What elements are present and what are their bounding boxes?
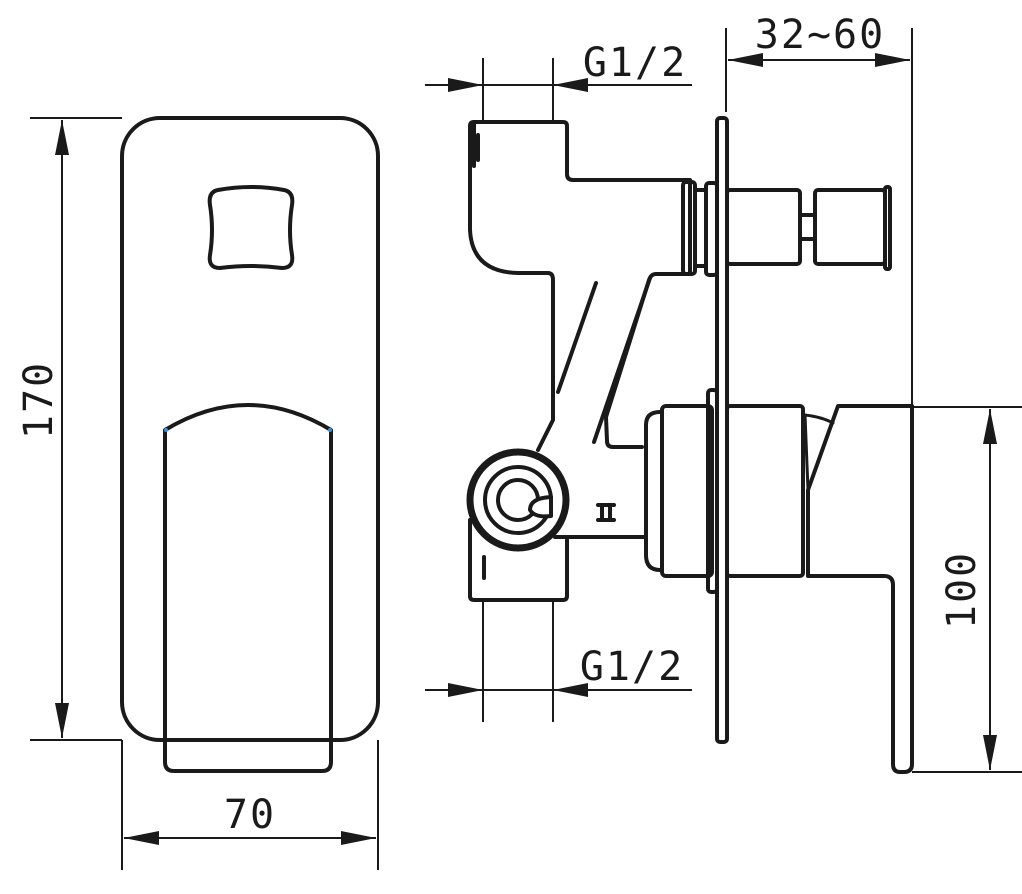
dimension-170: 170 (16, 117, 122, 741)
dimension-g12-bottom: G1/2 (425, 600, 692, 722)
mixer-lever (163, 403, 333, 773)
diverter-knob (207, 185, 295, 270)
dimension-100: 100 (912, 406, 1022, 773)
dimension-170-label: 170 (16, 361, 62, 439)
side-view (466, 116, 914, 774)
dimension-g12-top-label: G1/2 (583, 40, 687, 86)
dimension-32-60: 32~60 (725, 12, 913, 406)
dimension-70-label: 70 (224, 792, 276, 838)
dimension-32-60-label: 32~60 (755, 12, 885, 58)
dimension-g12-top: G1/2 (425, 40, 692, 122)
dimension-100-label: 100 (939, 551, 985, 629)
dimension-g12-bottom-label: G1/2 (580, 644, 684, 690)
side-lever (806, 404, 914, 774)
dimension-70: 70 (121, 740, 379, 870)
front-view (120, 116, 380, 773)
cover-plate (120, 116, 380, 742)
